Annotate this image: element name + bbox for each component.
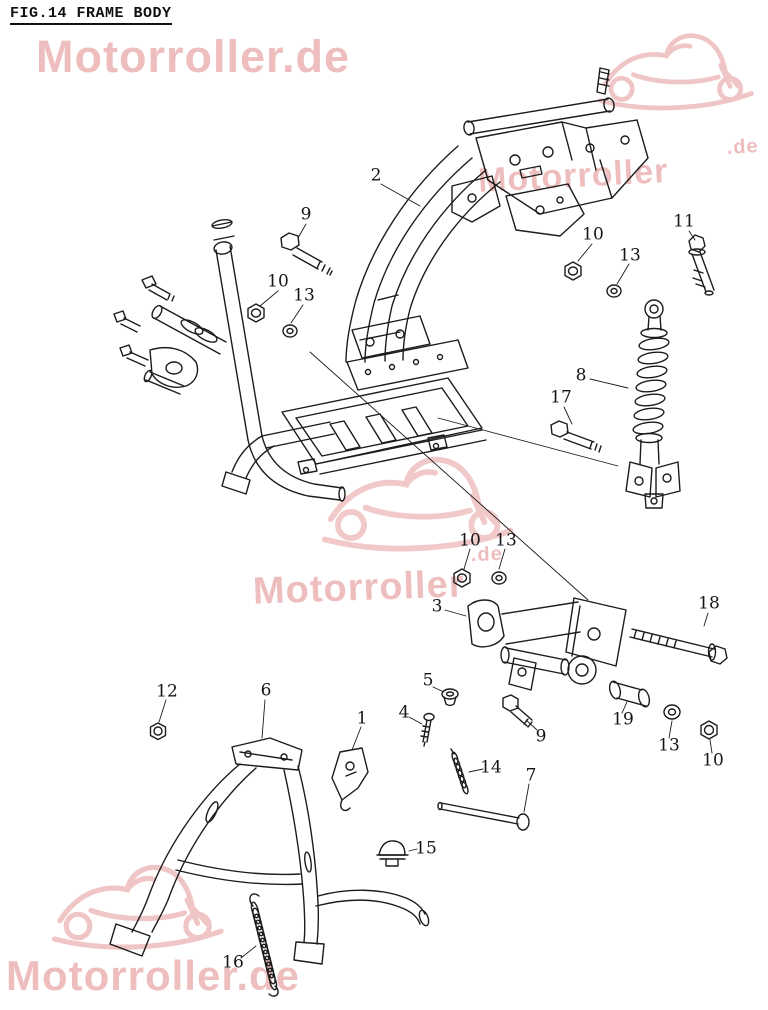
bolt-17-drawing xyxy=(550,420,602,453)
spacer-19-drawing xyxy=(608,680,651,708)
part-callout: 7 xyxy=(526,766,537,786)
watermark-tld-right: .de xyxy=(726,135,759,159)
nut-10c-washer-13c-drawing xyxy=(453,568,507,588)
frame-head-drawing xyxy=(451,67,649,237)
part-callout: 13 xyxy=(619,246,641,266)
part-callout: 10 xyxy=(459,531,481,551)
watermark-text-top: Motorroller.de xyxy=(36,31,350,82)
part-callout: 13 xyxy=(495,531,517,551)
figure-title: FIG.14 FRAME BODY xyxy=(10,5,172,25)
nut-12-drawing xyxy=(149,722,167,741)
part-callout: 14 xyxy=(480,758,502,778)
nut-10b-washer-13b-drawing xyxy=(564,261,622,298)
mount-bracket-drawing xyxy=(467,597,627,691)
part-callout: 10 xyxy=(267,272,289,292)
part-callout: 5 xyxy=(423,671,434,691)
part-callout: 3 xyxy=(432,597,443,617)
frame-spine-drawing xyxy=(345,145,501,363)
callout-numbers: 2 9 10 13 10 13 11 8 17 10 13 3 18 5 4 9… xyxy=(156,166,724,973)
part-callout: 16 xyxy=(222,953,244,973)
part-callout: 10 xyxy=(702,751,724,771)
watermark-text-center: Motorroller xyxy=(252,563,465,612)
watermark-scooter-bottom-icon xyxy=(55,867,221,947)
part-callout: 11 xyxy=(673,212,695,232)
watermark-layer: Motorroller.de Motorroller .de Motorroll… xyxy=(6,31,759,999)
bolt-9-lower-drawing xyxy=(502,694,533,728)
floorboard-drawing xyxy=(221,339,487,495)
center-stand-drawing xyxy=(109,737,430,965)
part-callout: 9 xyxy=(536,727,547,747)
part-callout: 18 xyxy=(698,594,720,614)
part-callout: 12 xyxy=(156,682,178,702)
part-callout: 19 xyxy=(612,710,634,730)
rubber-stop-15-drawing xyxy=(376,840,409,867)
bolt-11-drawing xyxy=(688,234,715,296)
part-callout: 15 xyxy=(415,839,437,859)
watermark-scooter-center-icon xyxy=(325,460,511,549)
bolt-9-upper-drawing xyxy=(280,232,333,276)
cup-washer-5-drawing xyxy=(441,688,459,707)
catch-bracket-1-drawing xyxy=(331,747,369,812)
bolt-18-drawing xyxy=(629,628,728,665)
part-callout: 2 xyxy=(371,166,382,186)
part-callout: 10 xyxy=(582,225,604,245)
pivot-rod-7-drawing xyxy=(437,801,530,831)
part-callout: 13 xyxy=(293,286,315,306)
watermark-tld-center: .de xyxy=(470,543,503,566)
reference-leader-lines xyxy=(309,351,619,601)
part-callout: 6 xyxy=(261,681,272,701)
part-callout: 8 xyxy=(576,366,587,386)
washer-13d-nut-10d-drawing xyxy=(663,704,718,740)
part-callout: 4 xyxy=(399,703,410,723)
part-callout: 1 xyxy=(357,709,368,729)
part-callout: 17 xyxy=(550,388,572,408)
main-spring-16-drawing xyxy=(249,893,279,997)
small-spring-14-drawing xyxy=(450,748,469,795)
nut-10a-washer-13a-drawing xyxy=(247,303,298,338)
watermark-text-bottom: Motorroller.de xyxy=(6,952,300,999)
shock-absorber-drawing xyxy=(625,299,681,509)
screw-4-drawing xyxy=(420,712,435,747)
part-callout: 13 xyxy=(658,736,680,756)
front-column-drawing xyxy=(211,218,346,502)
callout-leader-lines xyxy=(158,183,713,959)
part-callout: 9 xyxy=(301,205,312,225)
watermark-scooter-top-right-icon xyxy=(600,36,751,108)
steering-clamp-parts-drawing xyxy=(113,275,227,395)
